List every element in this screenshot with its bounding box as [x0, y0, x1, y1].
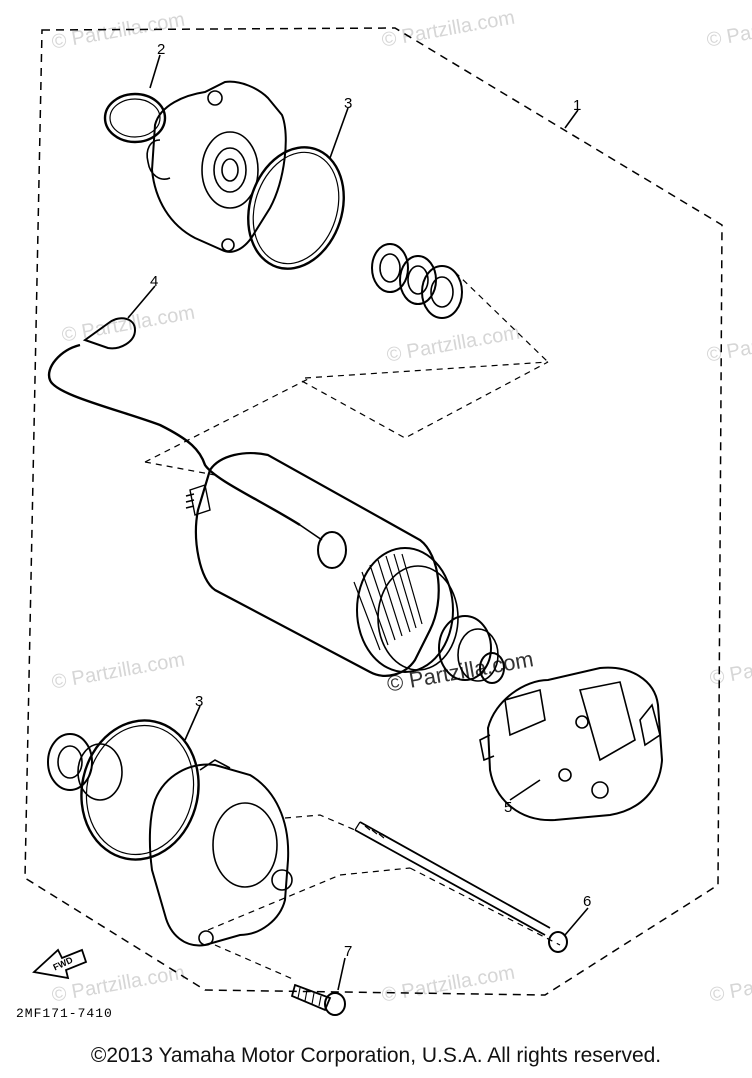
bolt-part-7 — [290, 983, 346, 1016]
callout-part-6: 6 — [583, 893, 592, 910]
lead-wire-part-4 — [47, 317, 347, 569]
assembly-boundary-dashed — [24, 27, 723, 996]
guide-line-dashed — [454, 271, 549, 363]
leader-line — [564, 109, 579, 129]
callout-part-4: 4 — [150, 273, 159, 290]
leader-line — [337, 957, 346, 991]
guide-line-dashed — [299, 361, 549, 439]
leader-line — [184, 705, 201, 741]
rear-cover — [148, 759, 293, 947]
drawing-code: 2MF171-7410 — [16, 1006, 113, 1021]
guide-line-dashed — [284, 814, 356, 831]
starter-motor-body — [185, 452, 505, 684]
callout-part-1: 1 — [573, 97, 582, 114]
callout-part-3-bottom: 3 — [195, 693, 204, 710]
brush-holder-part-5 — [479, 666, 664, 822]
leader-line — [149, 54, 161, 89]
leader-line — [509, 779, 541, 801]
copyright-footer: ©2013 Yamaha Motor Corporation, U.S.A. A… — [90, 1044, 662, 1067]
callout-part-3-top: 3 — [344, 95, 353, 112]
o-ring-part-3-bottom — [47, 719, 200, 861]
front-cover — [146, 80, 287, 253]
leader-line — [127, 285, 156, 319]
guide-line-dashed — [409, 867, 561, 946]
washer-stack — [371, 243, 463, 319]
guide-line-dashed — [144, 377, 311, 463]
starter-motor-exploded-diagram: FWD — [24, 27, 723, 1016]
callout-part-2: 2 — [157, 41, 166, 58]
callout-part-5: 5 — [504, 799, 513, 816]
callout-part-7: 7 — [344, 943, 353, 960]
leader-line — [329, 107, 349, 159]
guide-line-dashed — [214, 944, 296, 981]
guide-line-dashed — [207, 867, 411, 931]
forward-arrow-icon — [32, 948, 88, 980]
through-bolt-part-6 — [354, 821, 568, 953]
o-ring-part-3-top — [247, 146, 345, 270]
guide-line-dashed — [144, 461, 216, 476]
leader-line — [564, 907, 589, 936]
o-ring-part-2 — [103, 92, 167, 144]
forward-label: FWD — [52, 955, 75, 973]
